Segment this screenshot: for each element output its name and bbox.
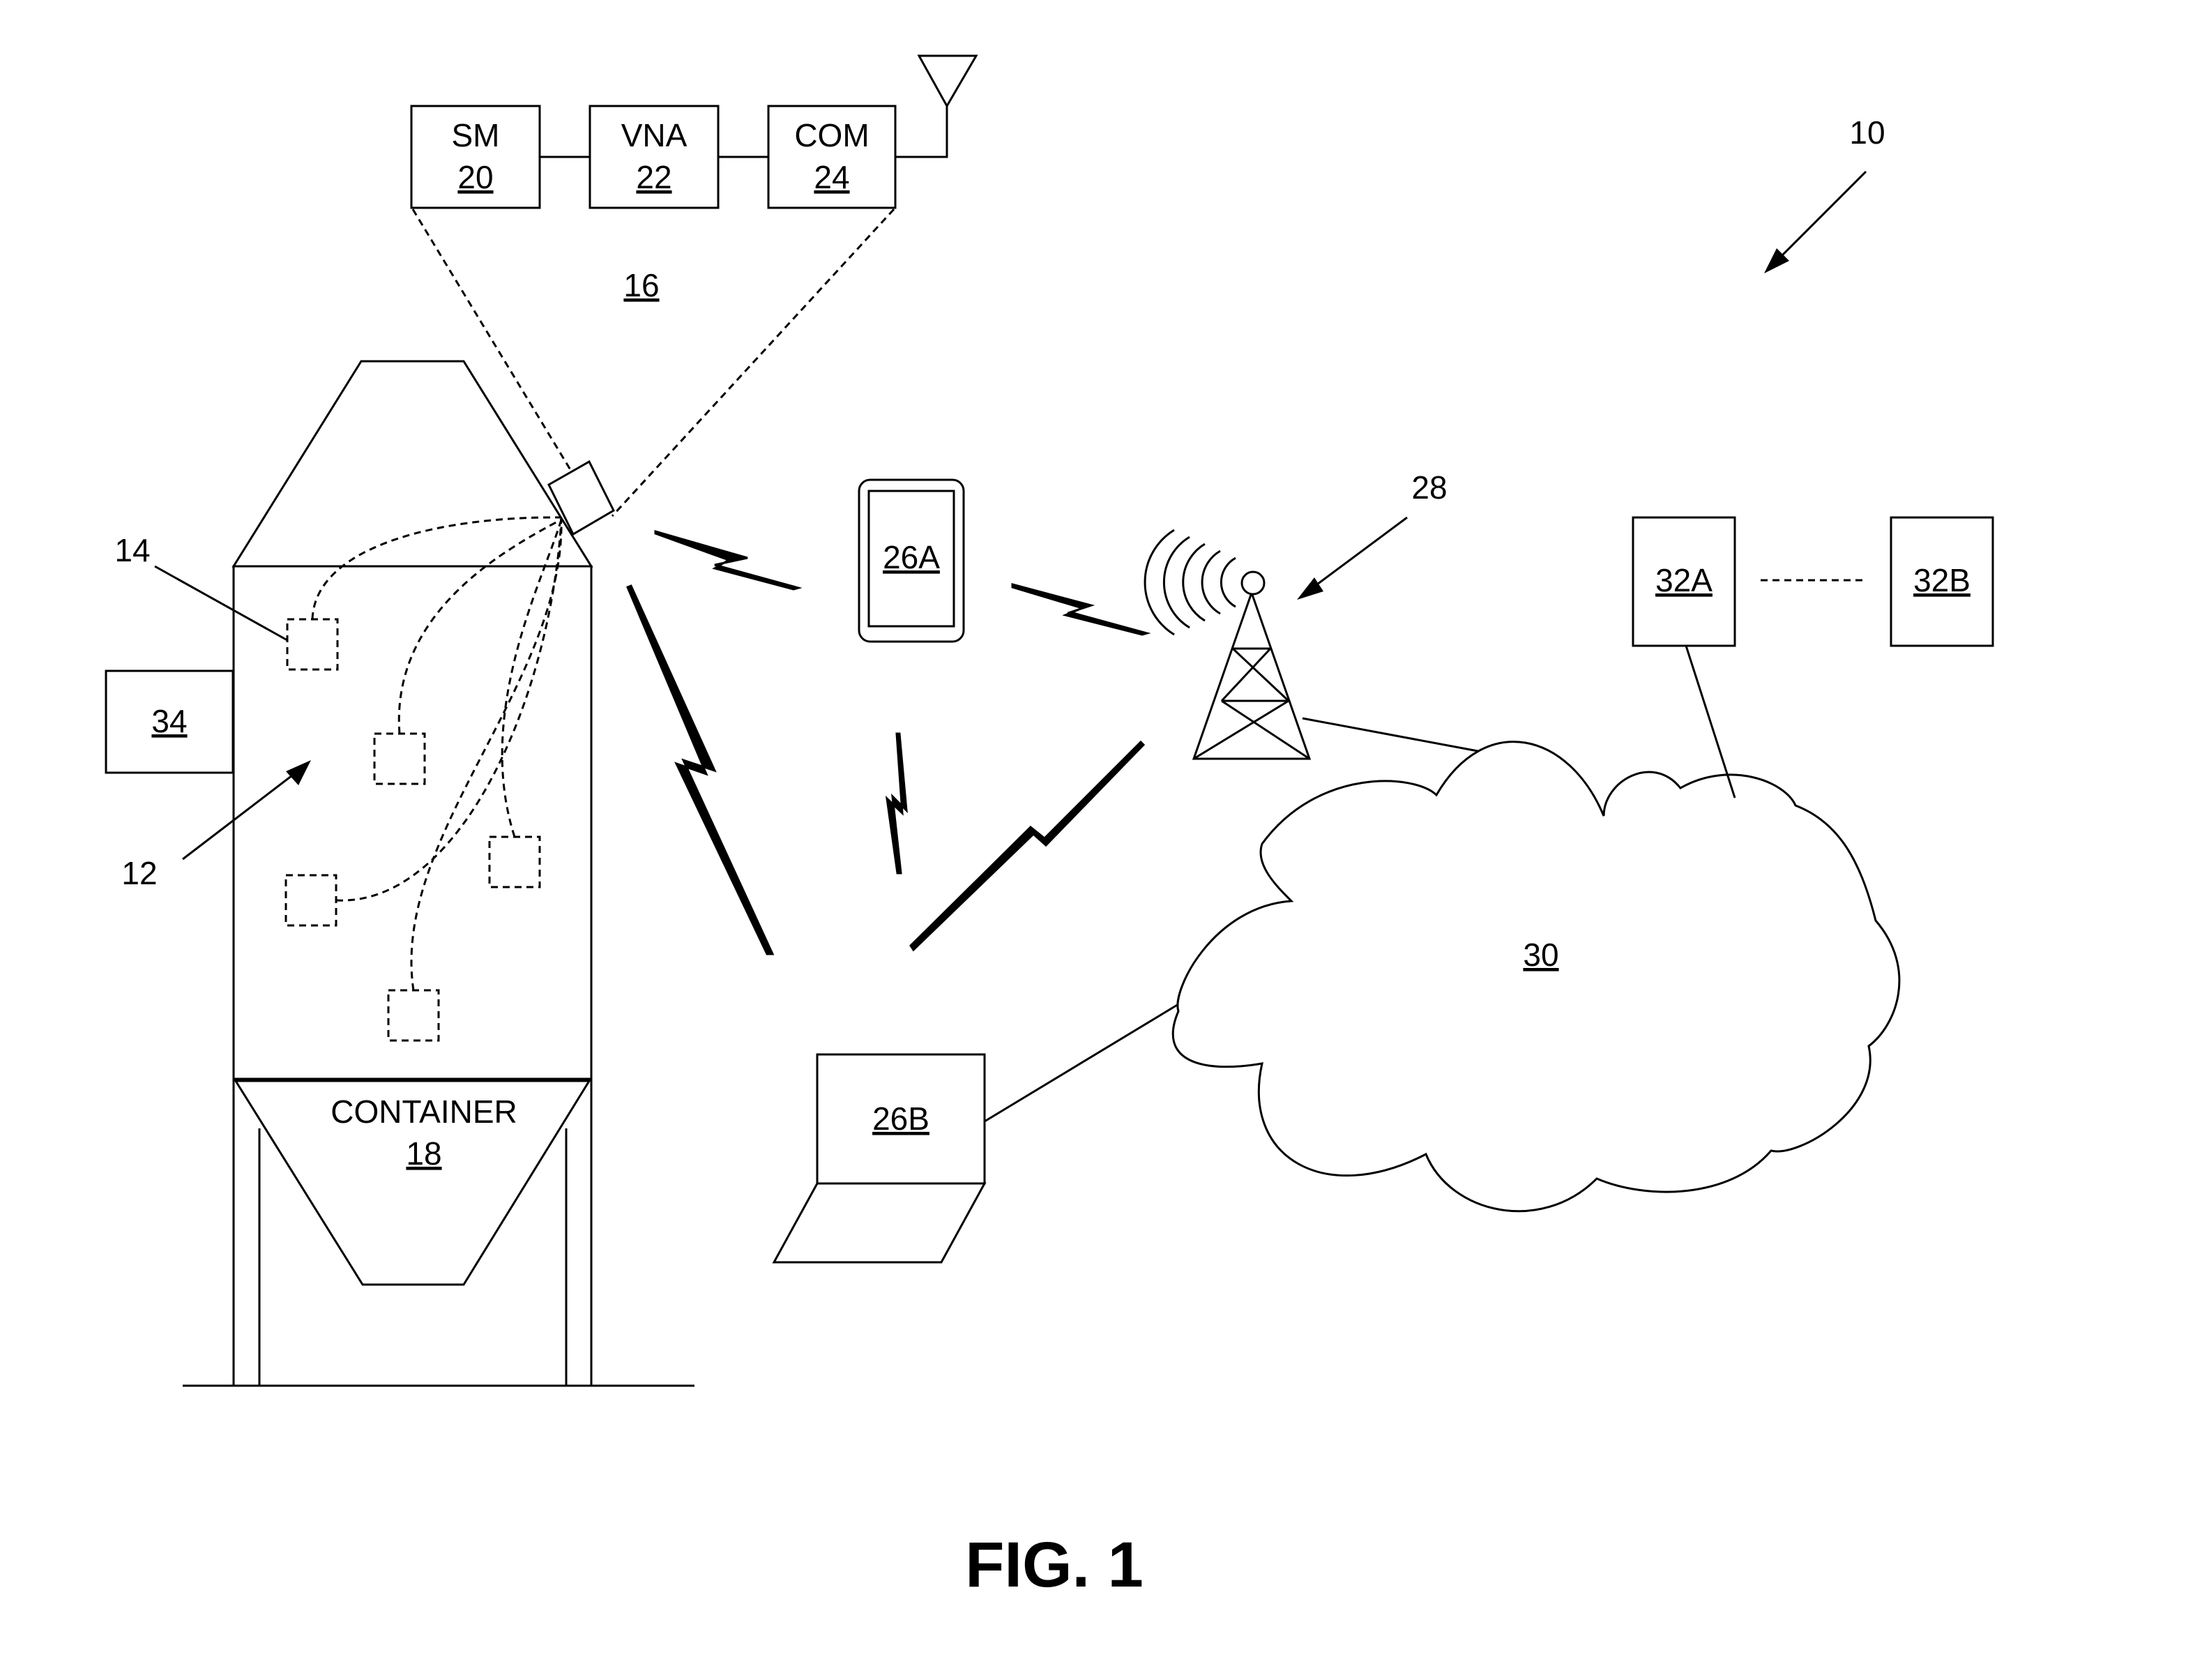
com-label: COM [794,117,869,153]
module-ref-label: 16 [623,267,659,303]
box-34 [105,669,234,774]
signal-wave-icon [1182,543,1206,622]
tower-cloud-link [1302,717,1482,753]
system-ref-leader [1770,170,1867,268]
com-ref: 24 [814,159,849,195]
figure-title: FIG. 1 [965,1529,1144,1600]
sm-ref: 20 [457,159,493,195]
com-block [767,105,897,209]
container-silo: CONTAINER 18 [183,360,694,1387]
network-label: 30 [1523,937,1558,973]
vna-ref: 22 [636,159,671,195]
server-32a [1632,516,1736,647]
sm-block [410,105,541,209]
container-label: CONTAINER [331,1093,517,1130]
sensor-cable [501,519,563,838]
sm-label: SM [452,117,500,153]
sensor-cable [410,519,563,991]
wireless-links [626,530,1151,955]
projection-line-right [611,208,895,517]
signal-wave-icon [1220,557,1236,608]
laptop-label: 26B [872,1100,929,1137]
sensor [284,874,337,927]
cell-tower [1144,529,1312,760]
module-blocks: SM 20 VNA 22 COM 24 [410,54,978,209]
antenna-icon [917,54,978,109]
mobile-device-label: 26A [883,539,940,575]
tower-ref-label: 28 [1411,469,1447,506]
tower-brace [1220,647,1272,702]
server-b-label: 32B [1913,562,1971,598]
sensors-ref-leader [182,767,302,861]
box-34-label: 34 [151,703,187,739]
sensor [373,732,426,785]
silo-roof [231,360,593,568]
server-a-label: 32A [1655,562,1713,598]
laptop-cloud-link [984,1003,1179,1123]
wireless-link-icon [654,530,803,591]
tower-ref-leader [1303,516,1408,596]
system-ref-label: 10 [1849,114,1885,151]
sensor-14 [286,618,339,671]
sensor-cable [397,518,562,734]
tower-brace [1231,647,1290,702]
server-cloud-link [1685,645,1736,799]
laptop-keyboard [772,1182,987,1264]
laptop-26b [816,1053,986,1185]
wireless-link-icon [1011,583,1151,636]
signal-wave-icon [1144,529,1175,636]
sensor [387,989,440,1042]
projection-line-left [411,209,579,482]
sensor-ref-label: 14 [114,532,150,568]
silo-body [232,565,593,1080]
wireless-link-icon [626,584,775,955]
tower-brace [1221,699,1310,760]
container-ref: 18 [406,1135,441,1172]
tower-ref-arrowhead [1297,577,1323,600]
wireless-link-icon [909,740,1146,952]
sensors-ref-arrowhead [286,760,311,785]
server-32b [1890,516,1994,647]
mobile-device-26a [858,478,965,643]
tower-frame [1192,589,1312,760]
sensors-ref-label: 12 [121,855,157,891]
tower-brace [1193,699,1289,760]
sensor-ref-leader [154,565,288,642]
sensor-cable [311,516,562,620]
signal-wave-icon [1201,550,1221,615]
mobile-screen [867,490,955,628]
sensor [488,835,541,888]
system-ref-arrowhead [1764,248,1789,273]
silo-hopper [234,1080,591,1286]
com-antenna-link [895,106,948,158]
vna-label: VNA [621,117,688,153]
vna-block [589,105,720,209]
wireless-link-icon [885,732,908,875]
sensor-housing [547,460,615,536]
network-cloud [1171,741,1901,1213]
sensor-cable [335,519,563,902]
sensor-array [284,516,563,1042]
signal-wave-icon [1162,536,1190,629]
tower-beacon-icon [1240,570,1266,596]
